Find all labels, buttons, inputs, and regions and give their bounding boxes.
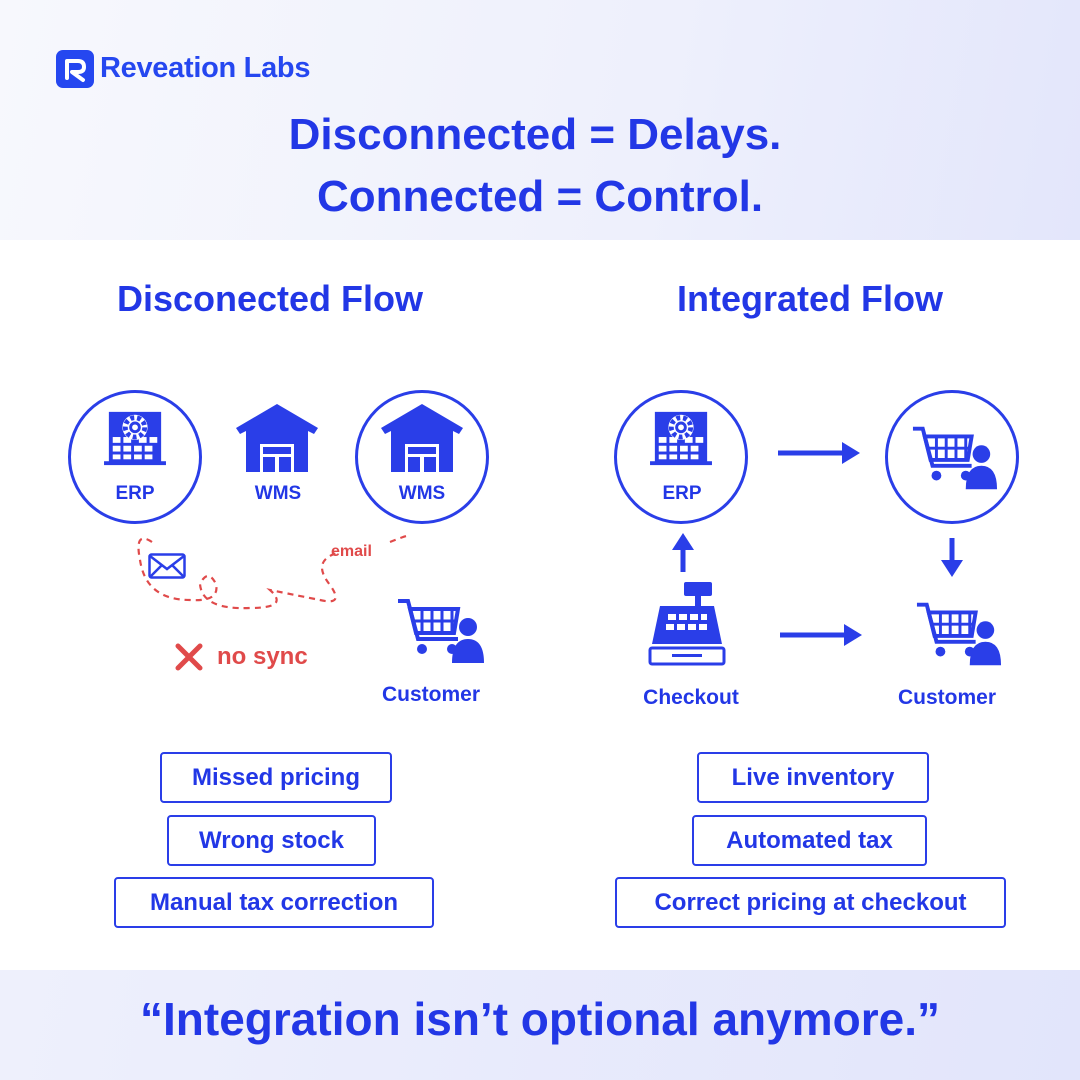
cash-register-icon [648, 582, 726, 666]
benefit-live-inventory: Live inventory [697, 752, 929, 803]
issue-missed-pricing: Missed pricing [160, 752, 392, 803]
customer-node [885, 390, 1019, 524]
footer-band [0, 970, 1080, 1080]
benefit-automated-tax: Automated tax [692, 815, 927, 866]
wms-label: WMS [254, 483, 302, 504]
dashed-email-path [137, 534, 410, 610]
envelope-icon [148, 553, 186, 579]
integrated-flow-title: Integrated Flow [676, 278, 944, 319]
issue-manual-tax: Manual tax correction [114, 877, 434, 928]
header-band [0, 0, 1080, 240]
headline-line-1: Disconnected = Delays. [288, 110, 782, 159]
erp-label: ERP [662, 483, 702, 504]
headline-line-2: Connected = Control. [316, 172, 764, 221]
benefit-correct-pricing: Correct pricing at checkout [615, 877, 1006, 928]
closing-quote: “Integration isn’t optional anymore.” [140, 993, 940, 1045]
no-sync-label: no sync [217, 643, 308, 670]
disconnected-flow-title: Disconected Flow [116, 278, 424, 319]
checkout-label: Checkout [643, 686, 739, 709]
wms-node-label: WMS [398, 483, 446, 504]
issue-wrong-stock: Wrong stock [167, 815, 376, 866]
customer-label: Customer [897, 686, 997, 709]
brand-logo-icon [56, 50, 94, 88]
email-label: email [331, 543, 372, 560]
erp-label: ERP [115, 483, 155, 504]
x-mark-icon [175, 643, 203, 671]
brand-name: Reveation Labs [100, 52, 311, 84]
cart-customer-icon [915, 600, 1003, 666]
customer-label: Customer [381, 683, 481, 706]
